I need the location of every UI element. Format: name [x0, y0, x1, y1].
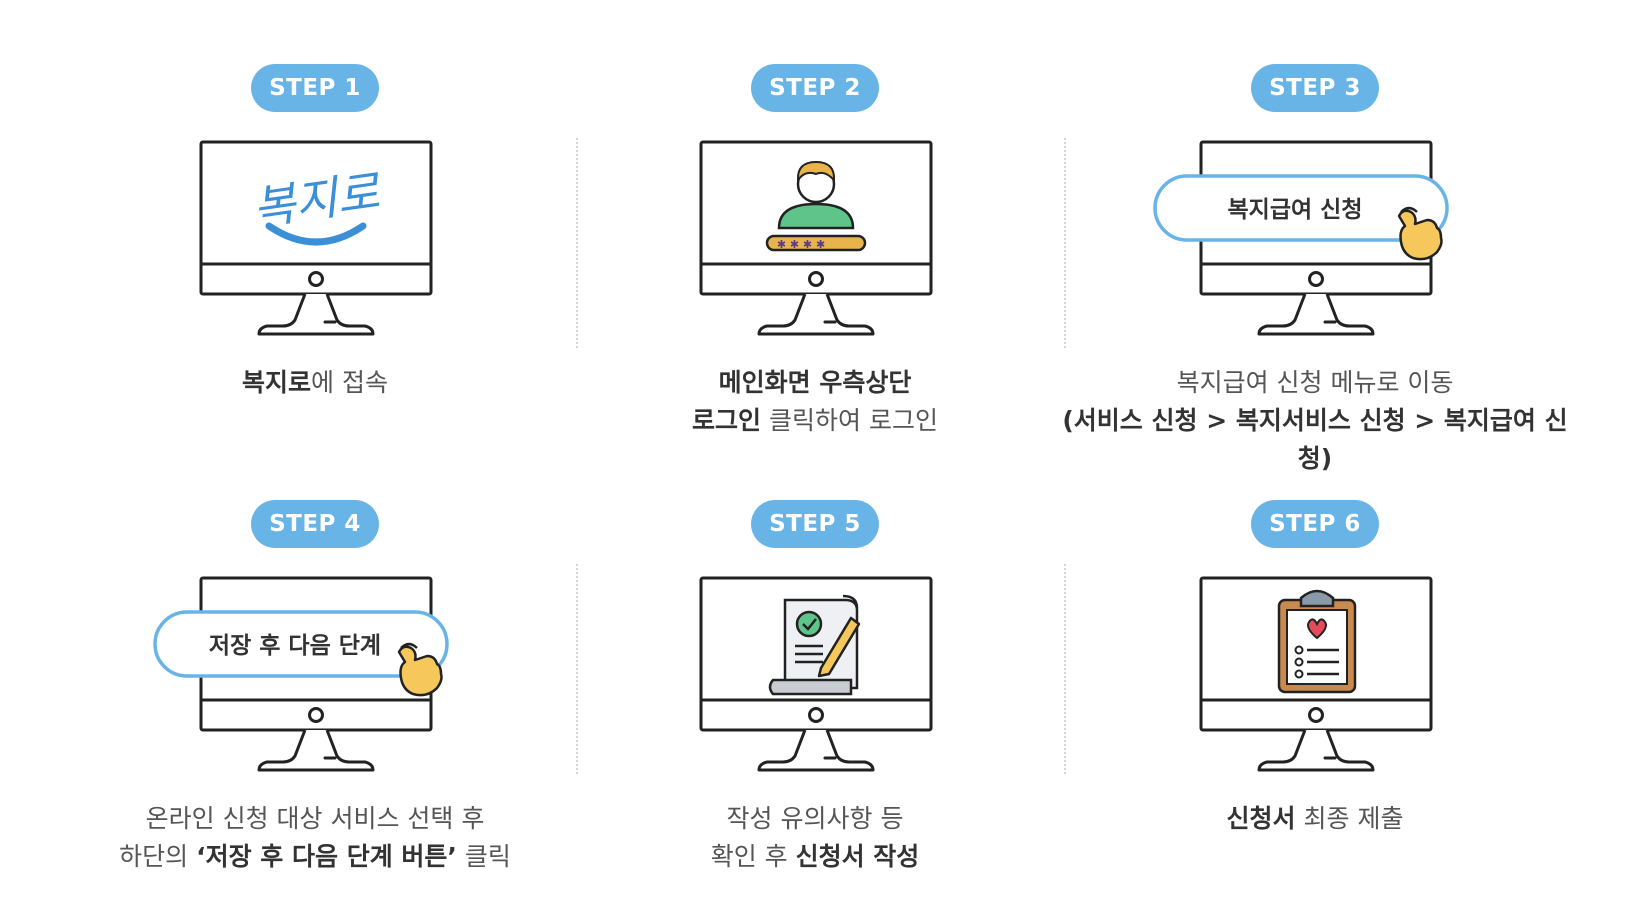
step-badge: STEP 1	[251, 64, 379, 112]
monitor-icon	[1199, 576, 1433, 772]
clipboard-heart-icon	[1277, 589, 1357, 694]
caption-line: (서비스 신청 > 복지서비스 신청 > 복지급여 신청)	[1055, 402, 1575, 478]
monitor-frame	[199, 140, 433, 336]
caption-text: 복지급여 신청 메뉴로 이동	[1176, 368, 1454, 397]
document-pencil-icon	[768, 594, 861, 696]
caption-line: 복지로에 접속	[55, 364, 575, 402]
caption-line: 메인화면 우측상단	[555, 364, 1075, 402]
caption-line: 로그인 클릭하여 로그인	[555, 402, 1075, 440]
pill-button: 복지급여 신청	[1153, 174, 1449, 242]
column-divider	[1064, 564, 1066, 774]
column-divider	[576, 138, 578, 348]
pill-label: 저장 후 다음 단계	[209, 633, 381, 659]
caption-line: 작성 유의사항 등	[555, 800, 1075, 838]
caption-text: 작성 유의사항 등	[726, 804, 904, 833]
caption-line: 확인 후 신청서 작성	[555, 838, 1075, 876]
monitor-icon: 복지급여 신청	[1153, 140, 1449, 336]
step-caption: 복지급여 신청 메뉴로 이동 (서비스 신청 > 복지서비스 신청 > 복지급여 …	[1055, 364, 1575, 478]
monitor-icon	[699, 576, 933, 772]
caption-text: 온라인 신청 대상 서비스 선택 후	[145, 804, 485, 833]
caption-strong: 신청서 작성	[795, 842, 920, 871]
step-badge: STEP 4	[251, 500, 379, 548]
pill-button: 저장 후 다음 단계	[153, 610, 449, 678]
caption-strong: 메인화면 우측상단	[718, 368, 912, 397]
caption-line: 하단의 ‘저장 후 다음 단계 버튼’ 클릭	[55, 838, 575, 876]
monitor-icon: ✱ ✱ ✱ ✱	[699, 140, 933, 336]
caption-text: 최종 제출	[1295, 804, 1404, 833]
caption-strong: 신청서	[1226, 804, 1296, 833]
step-caption: 신청서 최종 제출	[1055, 800, 1575, 838]
caption-text: 클릭	[456, 842, 511, 871]
caption-text: 확인 후	[710, 842, 796, 871]
pointer-hand-icon	[397, 642, 443, 697]
svg-text:✱ ✱ ✱ ✱: ✱ ✱ ✱ ✱	[777, 238, 825, 251]
monitor-icon: 저장 후 다음 단계	[153, 576, 449, 772]
caption-text: 에 접속	[311, 368, 388, 397]
step-badge: STEP 5	[751, 500, 879, 548]
caption-line: 온라인 신청 대상 서비스 선택 후	[55, 800, 575, 838]
caption-strong: ‘저장 후 다음 단계 버튼’	[196, 842, 457, 871]
pointer-hand-icon	[1397, 206, 1443, 261]
step-caption: 복지로에 접속	[55, 364, 575, 402]
pill-label: 복지급여 신청	[1228, 197, 1363, 223]
caption-strong: 로그인	[692, 406, 762, 435]
step-badge: STEP 2	[751, 64, 879, 112]
caption-text: 클릭하여 로그인	[761, 406, 938, 435]
caption-line: 복지급여 신청 메뉴로 이동	[1055, 364, 1575, 402]
monitor-icon: 복지로	[199, 140, 433, 336]
caption-text: 하단의	[119, 842, 197, 871]
caption-line: 신청서 최종 제출	[1055, 800, 1575, 838]
column-divider	[576, 564, 578, 774]
step-badge: STEP 3	[1251, 64, 1379, 112]
column-divider	[1064, 138, 1066, 348]
caption-strong: 복지로	[242, 368, 312, 397]
user-login-icon: ✱ ✱ ✱ ✱	[765, 160, 867, 252]
caption-strong: (서비스 신청 > 복지서비스 신청 > 복지급여 신청)	[1062, 406, 1568, 473]
step-badge: STEP 6	[1251, 500, 1379, 548]
